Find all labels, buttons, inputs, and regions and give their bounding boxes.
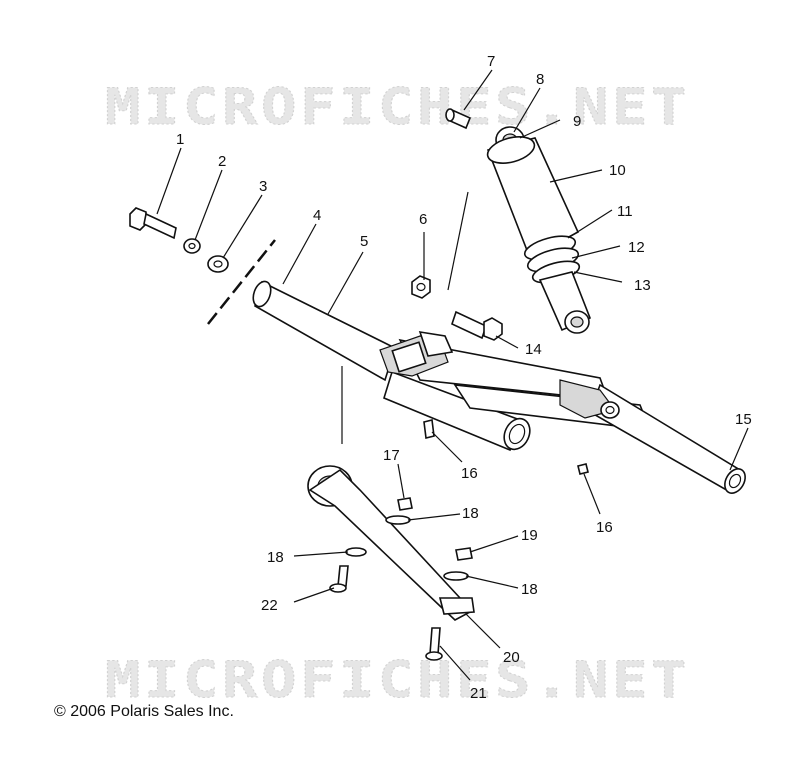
washer-18a — [385, 515, 411, 525]
washer-18c — [443, 571, 469, 581]
watermark-top: MICROFICHES.NET — [105, 78, 690, 136]
callout-1: 1 — [176, 131, 184, 148]
lock-nut-19 — [455, 547, 473, 561]
callout-21: 21 — [470, 685, 487, 702]
lower-bracket-part — [307, 465, 475, 621]
callout-5: 5 — [360, 233, 368, 250]
bolt-21-part — [425, 627, 443, 661]
callout-8: 8 — [536, 71, 544, 88]
shock-absorber-part — [486, 126, 592, 334]
callout-3: 3 — [259, 178, 267, 195]
callout-17: 17 — [383, 447, 400, 464]
callout-22: 22 — [261, 597, 278, 614]
leader-lines — [156, 69, 749, 681]
a-arm-part — [252, 280, 746, 494]
washer-part — [183, 238, 201, 254]
callout-18b: 18 — [267, 549, 284, 566]
callout-13: 13 — [634, 277, 651, 294]
callout-6: 6 — [419, 211, 427, 228]
callout-11: 11 — [617, 203, 633, 220]
callout-20: 20 — [503, 649, 520, 666]
copyright-notice: © 2006 Polaris Sales Inc. — [54, 703, 234, 720]
grease-fitting-left — [423, 419, 435, 439]
callouts: 1 2 3 4 5 6 7 8 9 10 11 12 13 14 15 16 1… — [176, 53, 752, 702]
washer-18b — [345, 547, 367, 557]
bolt-22-part — [329, 565, 349, 593]
nut-part — [411, 275, 431, 299]
callout-2: 2 — [218, 153, 226, 170]
callout-10: 10 — [609, 162, 626, 179]
callout-12: 12 — [628, 239, 645, 256]
callout-9: 9 — [573, 113, 581, 130]
callout-16b: 16 — [596, 519, 613, 536]
center-line — [207, 239, 276, 325]
bushing-part — [445, 108, 472, 130]
callout-19: 19 — [521, 527, 538, 544]
washer-large-part — [207, 255, 229, 273]
lock-nut-17 — [397, 497, 413, 511]
callout-4: 4 — [313, 207, 321, 224]
watermark-bottom: MICROFICHES.NET — [105, 651, 690, 709]
bolt-part — [129, 207, 177, 240]
callout-15: 15 — [735, 411, 752, 428]
callout-16a: 16 — [461, 465, 478, 482]
pivot-bolt-part — [451, 310, 503, 341]
callout-18a: 18 — [462, 505, 479, 522]
callout-7: 7 — [487, 53, 495, 70]
callout-18c: 18 — [521, 581, 538, 598]
grease-fitting-right — [577, 463, 589, 475]
callout-14: 14 — [525, 341, 542, 358]
